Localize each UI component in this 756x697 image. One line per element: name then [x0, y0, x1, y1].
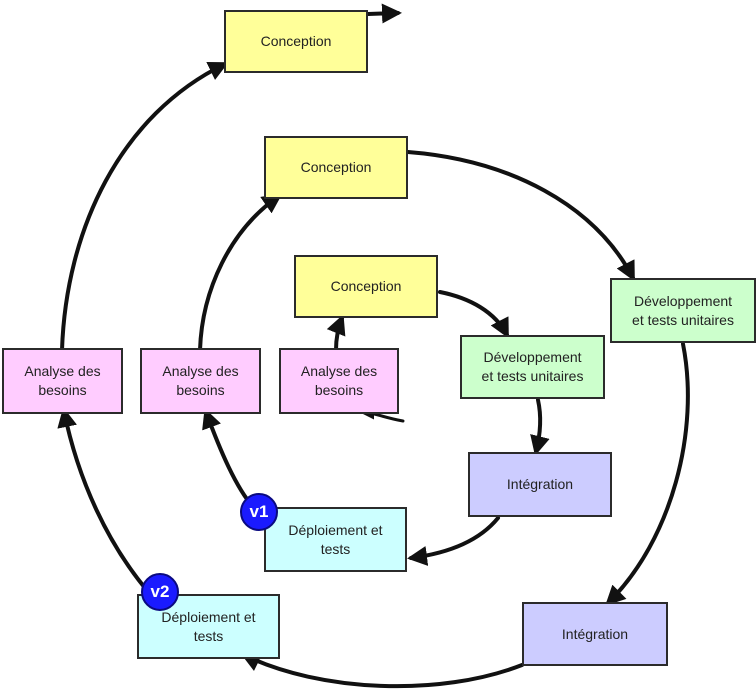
deploiement-box-inner: Déploiement et tests	[264, 507, 407, 572]
conception-box-inner-label: Conception	[330, 278, 402, 294]
developpement-box-inner-label: Développement et tests unitaires	[481, 349, 584, 384]
developpement-box-inner: Développement et tests unitaires	[460, 335, 605, 399]
conception-box-middle-label: Conception	[300, 159, 372, 175]
deploiement-box-middle-label: Déploiement et tests	[161, 608, 256, 644]
integration-box-inner: Intégration	[468, 452, 612, 517]
arrow-deploiement-middle-to-analyse-outer	[57, 407, 152, 596]
conception-box-inner: Conception	[294, 255, 438, 318]
version-badge-v1: v1	[240, 493, 278, 531]
analyse-box-outer: Analyse des besoins	[2, 348, 123, 414]
arrow-analyse-to-conception-middle	[198, 193, 283, 352]
arrow-conception-to-dev-middle	[406, 150, 635, 282]
arrow-deploiement-inner-to-analyse-middle	[202, 408, 256, 510]
arrow-conception-outer-out	[366, 3, 402, 24]
analyse-box-inner: Analyse des besoins	[279, 348, 399, 414]
arrow-analyse-to-conception-inner	[326, 314, 346, 352]
arrow-analyse-to-conception-outer	[60, 62, 229, 352]
conception-box-outer: Conception	[224, 10, 368, 73]
arrow-dev-to-integration-middle	[605, 342, 690, 606]
arrow-dev-to-integration-inner	[530, 398, 550, 456]
deploiement-box-inner-label: Déploiement et tests	[288, 521, 383, 557]
analyse-box-inner-label: Analyse des besoins	[300, 363, 378, 398]
arrow-integration-to-deploiement-inner	[407, 516, 500, 566]
integration-box-inner-label: Intégration	[506, 476, 574, 492]
arrow-integration-to-deploiement-middle	[240, 653, 524, 689]
analyse-box-middle-label: Analyse des besoins	[162, 363, 239, 398]
analyse-box-outer-label: Analyse des besoins	[24, 363, 101, 398]
arrow-conception-to-dev-inner	[438, 290, 509, 339]
analyse-box-middle: Analyse des besoins	[140, 348, 261, 414]
integration-box-middle: Intégration	[522, 602, 668, 666]
developpement-box-middle-label: Développement et tests unitaires	[632, 292, 734, 328]
conception-box-outer-label: Conception	[260, 33, 332, 49]
version-badge-v2: v2	[141, 573, 179, 611]
developpement-box-middle: Développement et tests unitaires	[610, 278, 756, 343]
integration-box-middle-label: Intégration	[561, 625, 629, 642]
conception-box-middle: Conception	[264, 136, 408, 199]
